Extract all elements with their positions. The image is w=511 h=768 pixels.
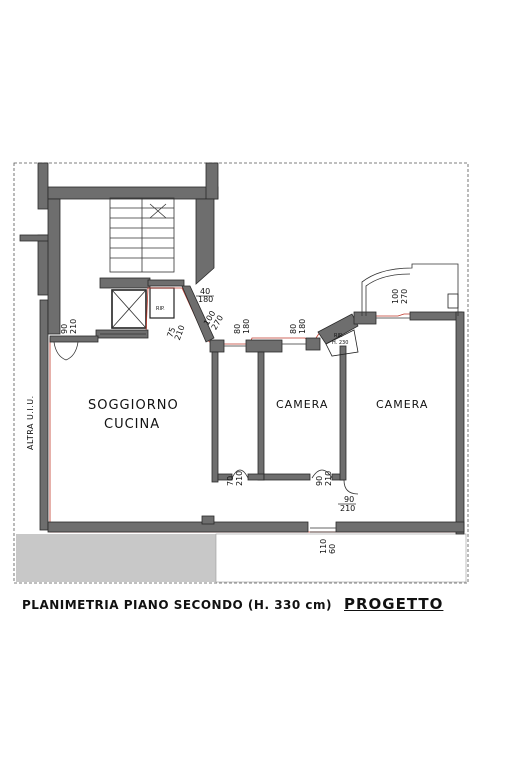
dim-90-210-mid: 90 210 <box>315 471 333 486</box>
wall-right <box>455 311 465 535</box>
wall-stair-topright <box>205 162 219 200</box>
rip-label-2-height: H. 230 <box>332 340 348 346</box>
courtyard-area <box>215 533 467 583</box>
svg-text:100: 100 <box>391 289 400 304</box>
svg-text:210: 210 <box>235 471 244 486</box>
stair-treads <box>109 197 175 273</box>
plan-title: PLANIMETRIA PIANO SECONDO (H. 330 cm) <box>22 598 333 612</box>
door-soggiorno-corridor <box>231 469 249 479</box>
rip-room-2 <box>325 329 359 357</box>
wall-left-top <box>37 162 49 210</box>
plan-status: PROGETTO <box>344 595 444 613</box>
partition-soggiorno <box>211 351 219 483</box>
wall-top-mid-a <box>209 339 225 353</box>
door-bottom <box>310 527 336 533</box>
svg-text:180: 180 <box>198 295 213 304</box>
windows <box>100 317 410 347</box>
dim-90-210-left: 90 210 <box>60 319 78 334</box>
wall-stair-right <box>195 198 215 285</box>
label-altra-uiu: ALTRA U.I.U. <box>26 395 35 450</box>
wall-bottom-right <box>335 521 465 533</box>
wall-top-right-b <box>409 311 463 321</box>
lot-boundary <box>13 162 469 584</box>
wall-diagonal-1 <box>181 285 215 343</box>
svg-text:210: 210 <box>173 324 187 341</box>
partition-camera1-bottom <box>263 473 311 481</box>
dim-40-180: 40 180 <box>196 287 214 304</box>
label-cucina: CUCINA <box>104 417 160 432</box>
door-entrance <box>53 341 79 361</box>
door-camera-2 <box>343 479 359 495</box>
wall-left-long <box>39 299 49 531</box>
svg-text:110: 110 <box>319 539 328 554</box>
svg-text:210: 210 <box>324 471 333 486</box>
wall-rip-top <box>147 279 185 287</box>
dim-80-180-a: 80 180 <box>233 319 251 334</box>
wall-top-mid-c <box>305 337 321 351</box>
dim-75-210: 75 210 <box>165 324 187 341</box>
dim-90-210-right: 90 210 <box>338 495 356 513</box>
svg-text:80: 80 <box>233 324 242 334</box>
label-camera-2: CAMERA <box>376 398 428 411</box>
svg-text:270: 270 <box>400 289 409 304</box>
pillar-bottom <box>201 515 215 525</box>
dim-70-210: 70 210 <box>226 471 244 486</box>
door-camera-1 <box>311 469 333 479</box>
wall-lift-top <box>99 277 151 289</box>
svg-text:210: 210 <box>340 504 355 513</box>
svg-text:180: 180 <box>242 319 251 334</box>
dim-110-60: 110 60 <box>319 539 337 554</box>
svg-text:90: 90 <box>60 324 69 334</box>
wall-left-stub <box>19 234 51 242</box>
balcony <box>361 263 459 316</box>
wall-stair-top <box>47 186 219 200</box>
label-camera-1: CAMERA <box>276 398 328 411</box>
rip-room-1 <box>149 287 175 319</box>
svg-text:80: 80 <box>289 324 298 334</box>
svg-text:70: 70 <box>226 476 235 486</box>
rip-label-1: RIP. <box>156 306 165 312</box>
svg-text:180: 180 <box>298 319 307 334</box>
svg-text:90: 90 <box>315 476 324 486</box>
wall-top-mid-b <box>245 339 283 353</box>
partition-corridor-bottom-b <box>247 473 265 481</box>
wall-soggiorno-top-left <box>49 335 99 343</box>
partition-corridor-bottom-a <box>217 473 233 481</box>
courtyard-hatch <box>16 534 216 582</box>
wall-diagonal-2 <box>317 313 359 345</box>
svg-text:210: 210 <box>69 319 78 334</box>
label-soggiorno: SOGGIORNO <box>88 398 179 413</box>
dim-80-180-b: 80 180 <box>289 319 307 334</box>
svg-text:75: 75 <box>165 326 177 339</box>
partition-camera2 <box>339 345 347 481</box>
svg-text:90: 90 <box>344 495 354 504</box>
svg-text:40: 40 <box>200 287 210 296</box>
wall-bottom-left <box>47 521 309 533</box>
lift-shaft <box>111 289 147 329</box>
wall-top-right-a <box>353 311 377 325</box>
svg-text:60: 60 <box>328 544 337 554</box>
rip-label-2: RIP. <box>334 333 343 339</box>
dim-100-270-b: 100 270 <box>391 289 409 304</box>
partition-corridor <box>257 351 265 481</box>
wall-stair-left <box>47 198 61 335</box>
